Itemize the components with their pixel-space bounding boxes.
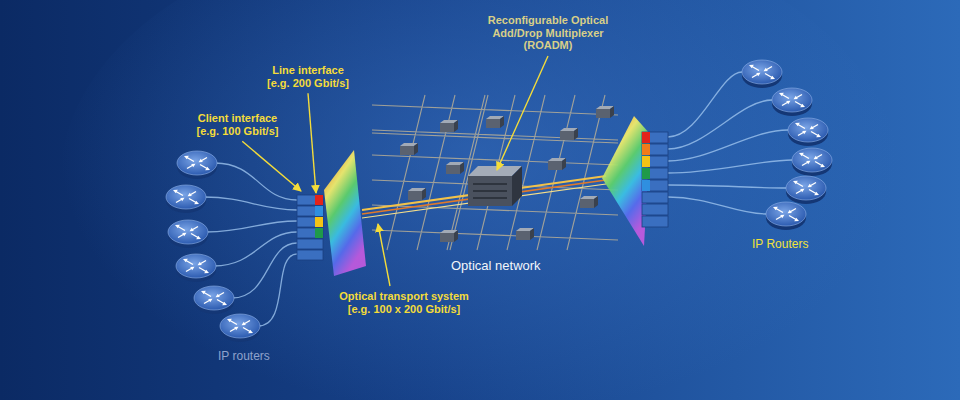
roadm-box bbox=[468, 166, 522, 206]
region-label: Optical network bbox=[451, 259, 541, 274]
fibre bbox=[668, 72, 742, 137]
fibre bbox=[668, 100, 772, 149]
component-callout: Optical transport system [e.g. 100 x 200… bbox=[334, 290, 474, 315]
component-callout: Reconfigurable Optical Add/Drop Multiple… bbox=[478, 14, 618, 52]
fibre bbox=[258, 254, 297, 326]
ip-router bbox=[166, 185, 206, 213]
roadm-side bbox=[512, 166, 522, 206]
fibre bbox=[668, 185, 786, 188]
fibre bbox=[668, 197, 766, 214]
rack-module bbox=[297, 217, 323, 227]
rack-module bbox=[642, 204, 668, 215]
ip-router bbox=[177, 151, 217, 179]
network-switch bbox=[400, 143, 418, 155]
line-interface-module bbox=[315, 195, 323, 205]
interface-module bbox=[315, 206, 323, 216]
transponder-rack bbox=[297, 195, 323, 260]
interface-module bbox=[642, 156, 650, 167]
roadm-front bbox=[468, 176, 512, 206]
fibre bbox=[204, 197, 297, 210]
rack-module bbox=[642, 144, 668, 155]
leader-line bbox=[308, 93, 316, 193]
interface-module bbox=[642, 132, 650, 143]
leader-line bbox=[497, 56, 548, 170]
rack-module bbox=[642, 180, 668, 191]
ip-router bbox=[786, 176, 826, 204]
group-label: IP Routers bbox=[752, 238, 808, 252]
rack-module bbox=[642, 156, 668, 167]
optical-grid bbox=[372, 95, 618, 250]
fibre bbox=[668, 160, 792, 173]
component-callout: Line interface [e.g. 200 Gbit/s] bbox=[263, 64, 353, 89]
interface-module bbox=[642, 144, 650, 155]
network-switch bbox=[580, 196, 598, 208]
interface-module bbox=[315, 228, 323, 238]
leader-line bbox=[378, 224, 390, 286]
roadm-slots bbox=[473, 184, 507, 198]
rack-module bbox=[642, 132, 668, 143]
rack-module bbox=[297, 206, 323, 216]
ip-router bbox=[772, 88, 812, 116]
rack-module bbox=[297, 228, 323, 238]
network-switch bbox=[596, 106, 614, 118]
fibre bbox=[214, 232, 297, 266]
rack-module bbox=[297, 239, 323, 249]
rack-module bbox=[297, 195, 323, 205]
interface-module bbox=[642, 168, 650, 179]
leader-line bbox=[242, 141, 301, 191]
interface-module bbox=[315, 217, 323, 227]
fibre bbox=[232, 243, 297, 298]
ip-router bbox=[792, 148, 832, 176]
leader-lines bbox=[242, 56, 548, 286]
network-switch bbox=[486, 116, 504, 128]
network-switch bbox=[516, 228, 534, 240]
fibre-strand bbox=[362, 176, 606, 210]
ip-router bbox=[176, 254, 216, 282]
interface-module bbox=[642, 180, 650, 191]
ip-router bbox=[766, 202, 806, 230]
fibre bbox=[215, 163, 297, 200]
rack-module bbox=[642, 192, 668, 203]
network-switch bbox=[560, 128, 578, 140]
component-callout: Client interface [e.g. 100 Gbit/s] bbox=[190, 112, 285, 137]
fibre bbox=[668, 130, 788, 161]
group-label: IP routers bbox=[218, 350, 270, 364]
ip-router bbox=[788, 118, 828, 146]
ip-router bbox=[742, 60, 782, 88]
network-switch bbox=[548, 158, 566, 170]
rack-module bbox=[642, 216, 668, 227]
rack-module bbox=[642, 168, 668, 179]
network-switch bbox=[446, 162, 464, 174]
rack-module bbox=[297, 250, 323, 260]
network-switch bbox=[440, 230, 458, 242]
ip-router bbox=[220, 314, 260, 342]
ip-router bbox=[194, 286, 234, 314]
transport-fibre bbox=[362, 176, 606, 218]
router-fibres-right bbox=[668, 72, 792, 214]
network-switch bbox=[408, 188, 426, 200]
transponder-rack bbox=[642, 132, 668, 227]
network-switch bbox=[440, 120, 458, 132]
ip-router bbox=[168, 220, 208, 248]
fibre bbox=[206, 221, 297, 232]
wavelength-prism bbox=[324, 150, 366, 276]
background-glow bbox=[60, 0, 900, 400]
